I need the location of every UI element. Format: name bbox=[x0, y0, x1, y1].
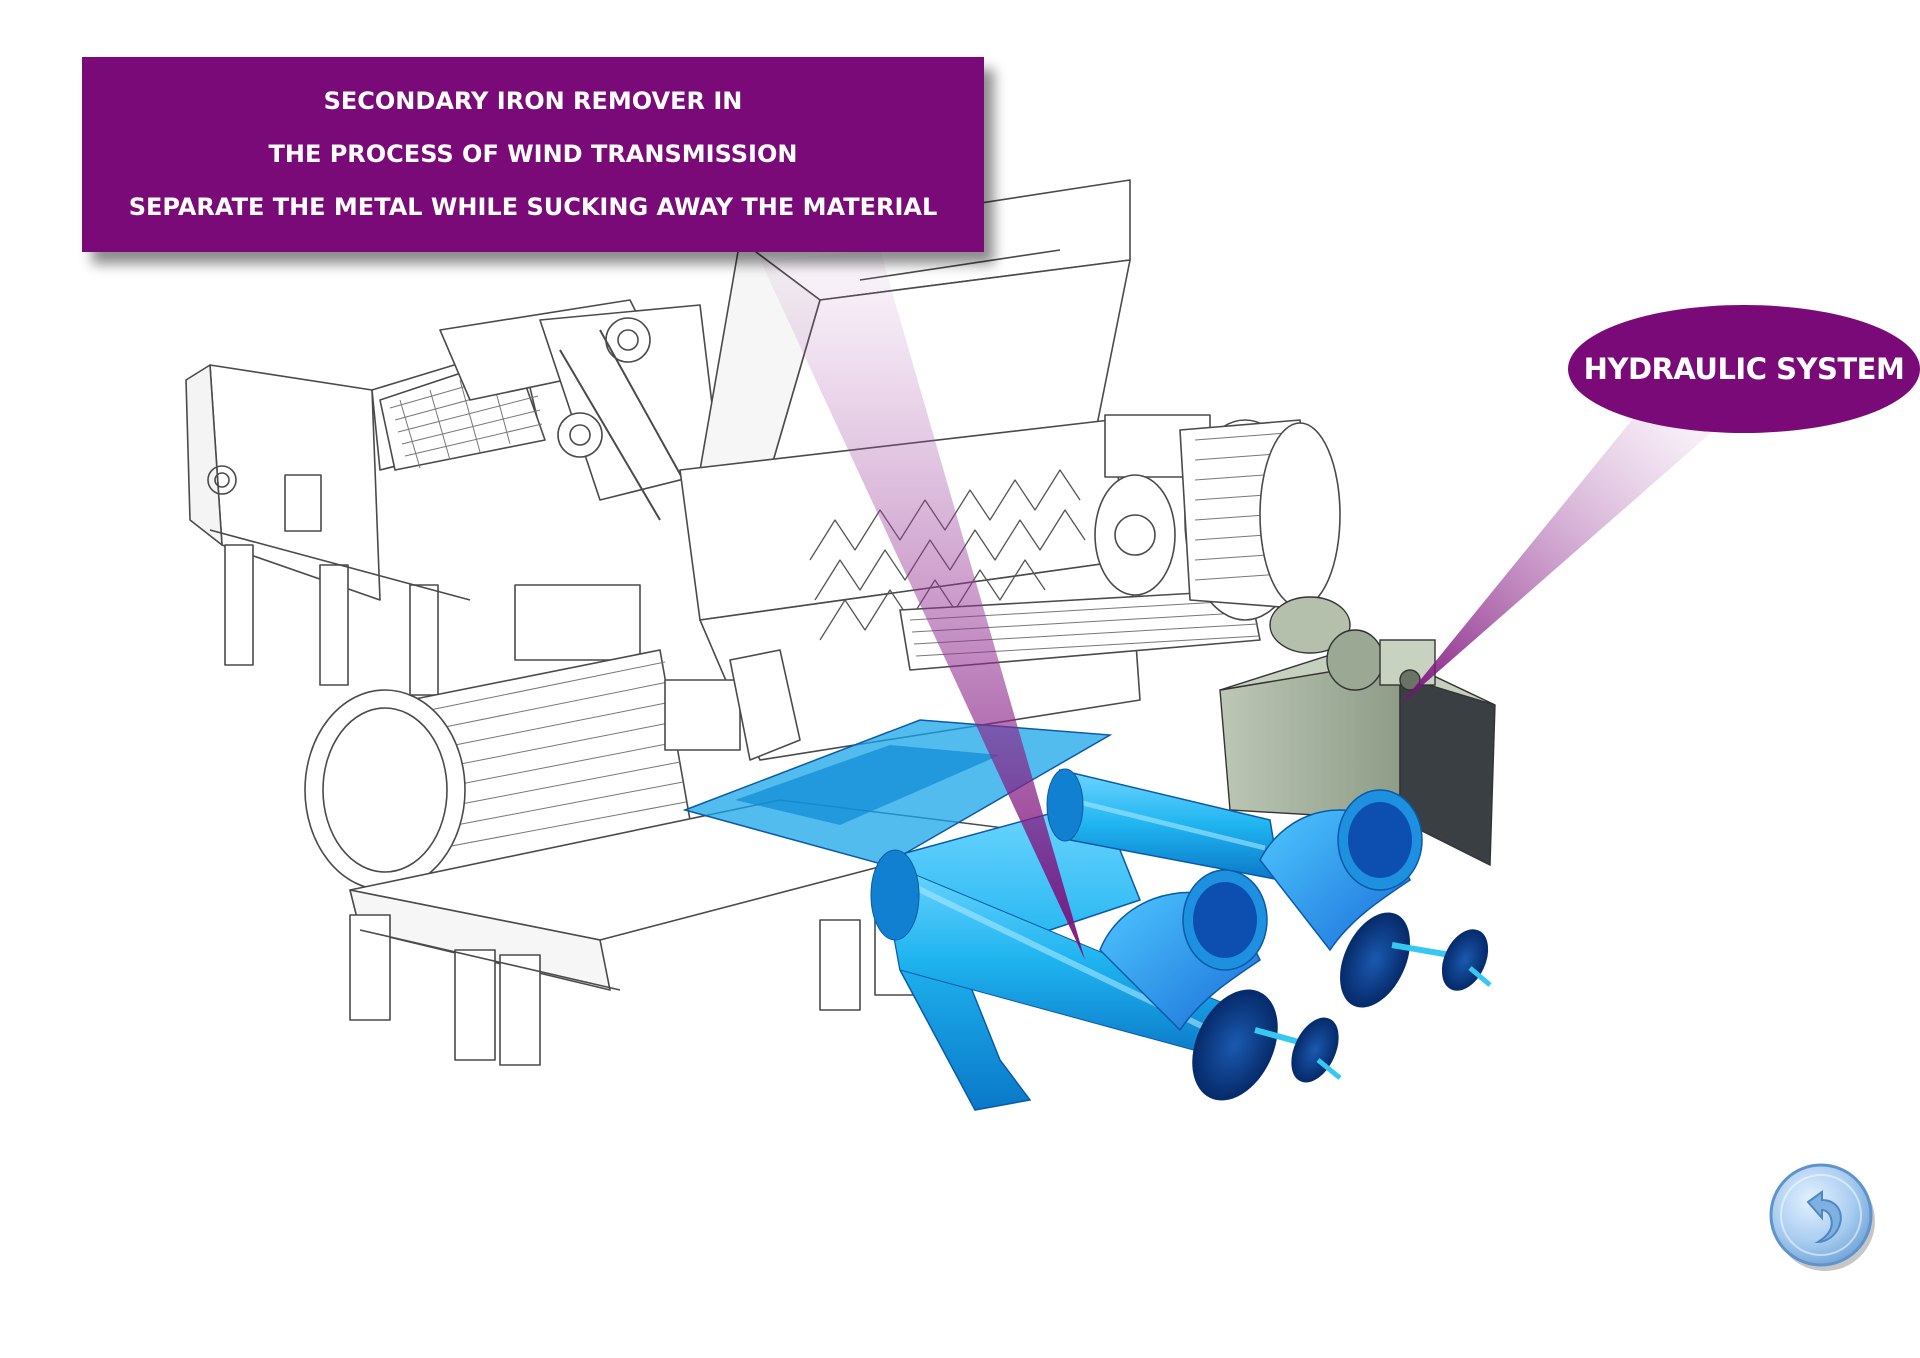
hydraulic-pointer bbox=[1400, 410, 1720, 705]
iron-remover-callout-line2: THE PROCESS OF WIND TRANSMISSION bbox=[268, 140, 798, 168]
iron-remover-callout-line3: SEPARATE THE METAL WHILE SUCKING AWAY TH… bbox=[128, 193, 938, 221]
iron-remover-assembly bbox=[682, 719, 1492, 1111]
back-button[interactable] bbox=[1768, 1162, 1878, 1272]
hydraulic-system-callout: HYDRAULIC SYSTEM bbox=[1568, 305, 1920, 433]
iron-remover-pointer bbox=[760, 250, 1085, 960]
hydraulic-system-label: HYDRAULIC SYSTEM bbox=[1583, 352, 1905, 386]
hydraulic-unit bbox=[1219, 596, 1496, 867]
iron-remover-callout-line1: SECONDARY IRON REMOVER IN bbox=[323, 87, 743, 115]
undo-arrow-icon bbox=[1769, 1163, 1875, 1271]
iron-remover-callout: SECONDARY IRON REMOVER IN THE PROCESS OF… bbox=[82, 57, 984, 252]
